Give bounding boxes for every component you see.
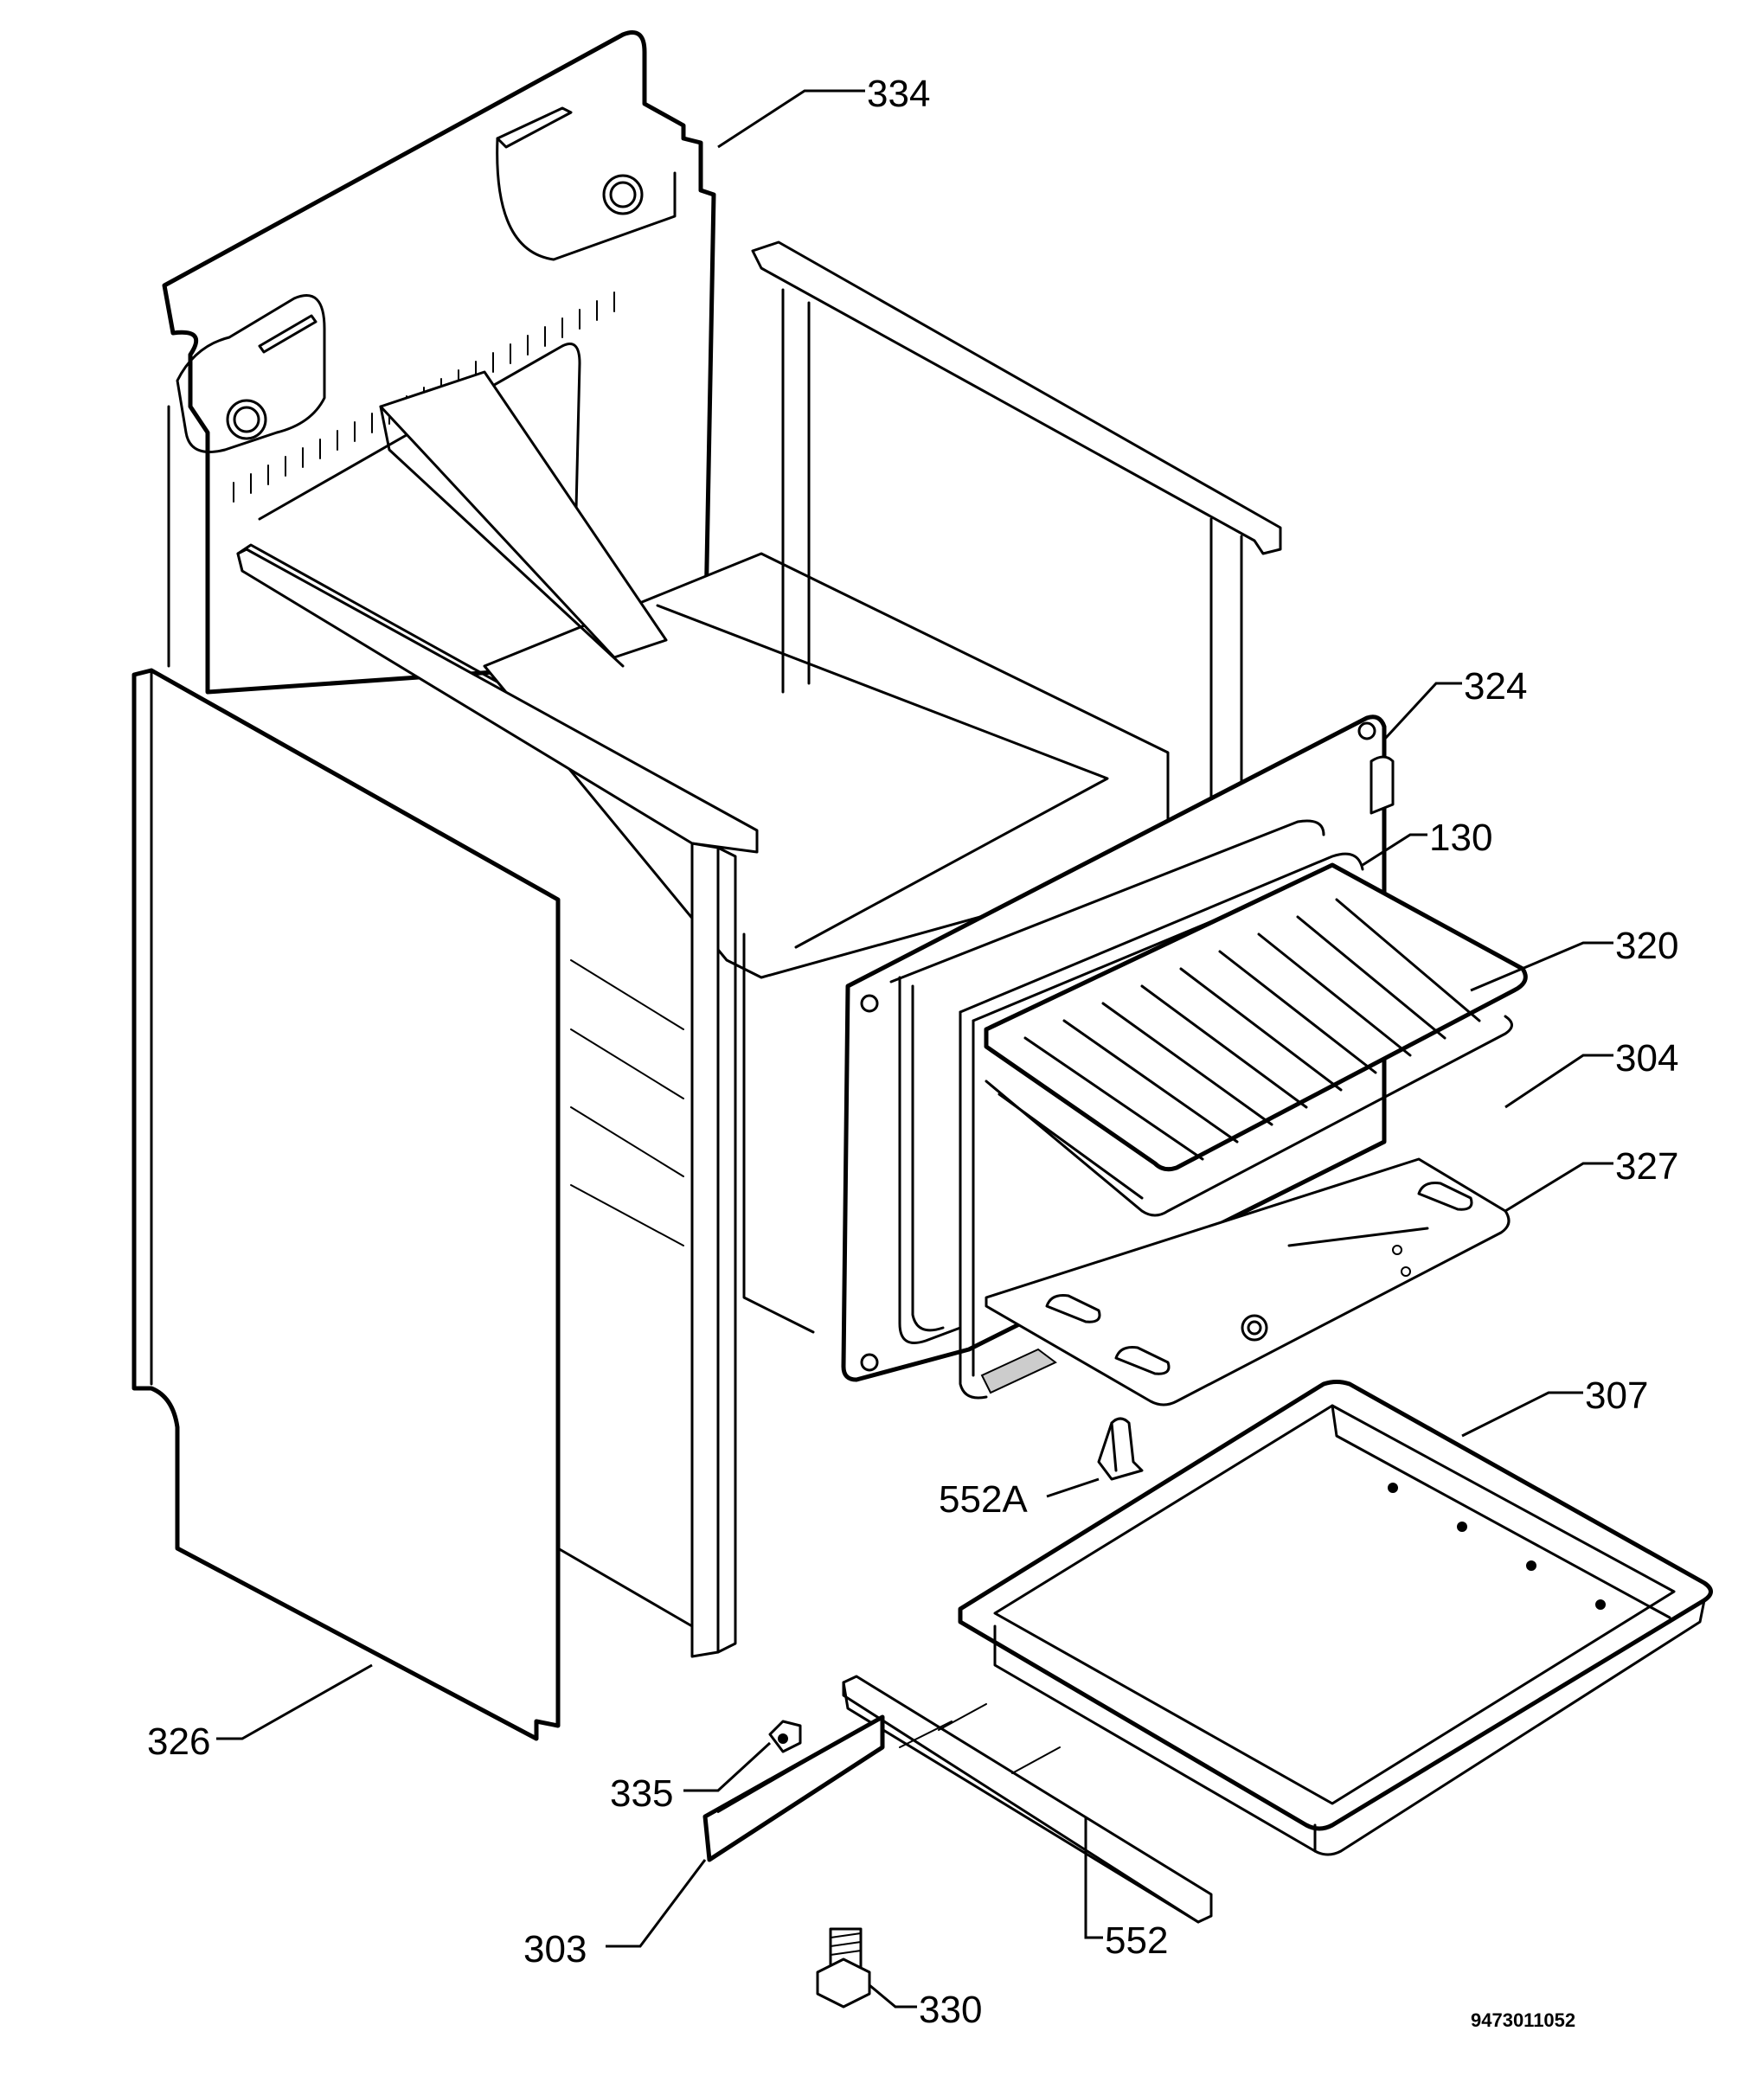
bolt-335 bbox=[768, 1720, 802, 1753]
drawing-code: 9473011052 bbox=[1471, 2009, 1575, 2031]
callout-335: 335 bbox=[610, 1772, 673, 1815]
trim-strip-303 bbox=[702, 1714, 953, 1862]
drawer-holes bbox=[1388, 1483, 1606, 1610]
callout-307: 307 bbox=[1585, 1374, 1648, 1417]
callout-552: 552 bbox=[1105, 1919, 1168, 1962]
callout-303: 303 bbox=[523, 1928, 587, 1970]
door-seal-130 bbox=[959, 852, 1364, 1400]
callout-labels: 334 324 130 320 304 327 307 552A 326 335… bbox=[147, 73, 1678, 2031]
callout-326: 326 bbox=[147, 1720, 210, 1763]
shelf-frame-304 bbox=[985, 1015, 1513, 1217]
callout-552a: 552A bbox=[939, 1478, 1028, 1521]
leader-lines bbox=[216, 89, 1613, 2009]
callout-330: 330 bbox=[919, 1989, 982, 2031]
runner-rail-552 bbox=[842, 1675, 1213, 1924]
callout-130: 130 bbox=[1429, 817, 1492, 859]
callout-320: 320 bbox=[1615, 925, 1678, 967]
clip-552a bbox=[1097, 1417, 1144, 1481]
right-side-frame bbox=[751, 240, 1282, 832]
shelf-runners bbox=[570, 959, 684, 1246]
bottom-tray-327 bbox=[985, 1157, 1511, 1406]
callout-334: 334 bbox=[867, 73, 930, 115]
wire-shelf-320 bbox=[984, 862, 1528, 1172]
oven-cavity bbox=[379, 370, 1170, 1334]
front-cross-rail bbox=[236, 548, 759, 1658]
callout-304: 304 bbox=[1615, 1037, 1678, 1080]
callout-327: 327 bbox=[1615, 1145, 1678, 1188]
callout-324: 324 bbox=[1464, 665, 1527, 708]
drawer-tray-307 bbox=[958, 1380, 1713, 1856]
screw-330 bbox=[816, 1927, 871, 2009]
shelf-wires bbox=[1023, 898, 1481, 1161]
side-panel-326 bbox=[131, 668, 561, 1741]
